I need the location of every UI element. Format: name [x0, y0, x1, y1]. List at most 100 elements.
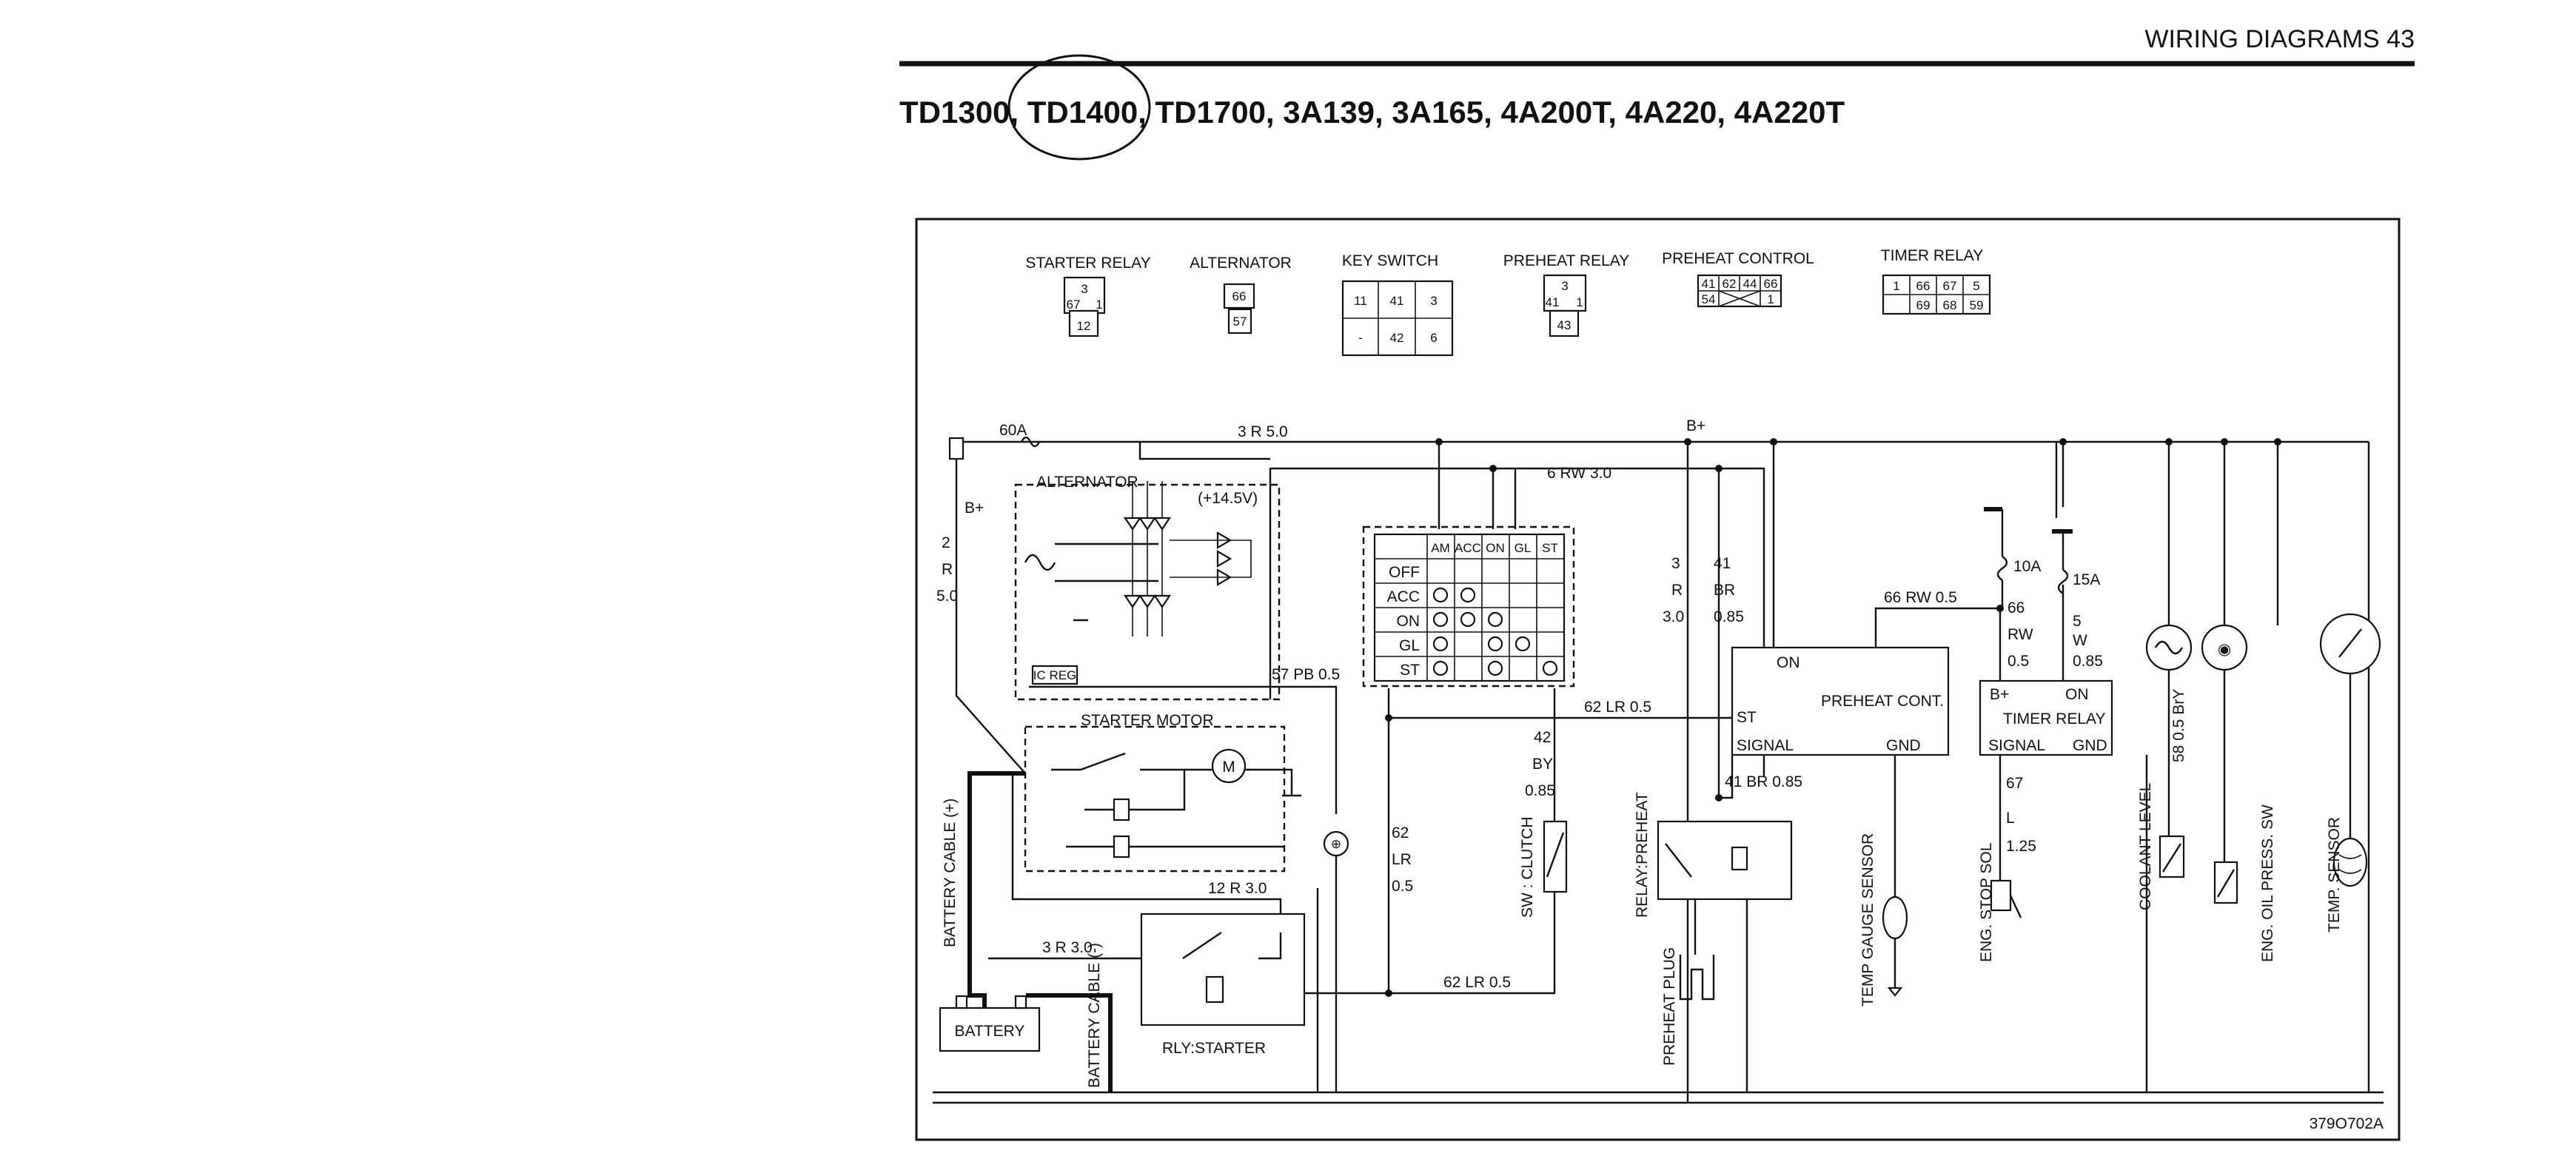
solenoid-icon — [1990, 879, 2012, 912]
pin: 57 — [1233, 315, 1247, 329]
contact-icon — [1542, 660, 1558, 676]
eng-stop-sol: 67 L 1.25 ENG. STOP SOL — [1978, 755, 2036, 962]
key-row-label: ON — [1397, 613, 1421, 630]
preheat-controller: ON PREHEAT CONT. ST SIGNAL GND — [1731, 646, 1950, 756]
oil-press-switch: ENG. OIL PRESS. SW — [2213, 804, 2276, 962]
diagram-frame — [915, 218, 2401, 1141]
connector-alternator: ALTERNATOR 66 57 — [1190, 255, 1292, 335]
connector-title: TIMER RELAY — [1881, 247, 1983, 264]
wire-label: 62 LR 0.5 — [1443, 974, 1511, 991]
pin: 41 — [1702, 277, 1716, 291]
fuse-15a: 15A 5 W 0.85 — [2052, 529, 2103, 670]
fuse-60a-icon — [1020, 436, 1041, 448]
connector-title: PREHEAT CONTROL — [1662, 250, 1814, 267]
wire-label: 0.85 — [1714, 608, 1744, 625]
contact-icon — [1432, 636, 1449, 652]
wire-label: RW — [2008, 626, 2033, 643]
pin-label: ST — [1737, 709, 1757, 726]
pin: 44 — [1743, 277, 1757, 291]
wire-label: 0.5 — [2008, 653, 2029, 670]
contact-icon — [1487, 611, 1503, 628]
timer-relay-title: TIMER RELAY — [2003, 710, 2105, 727]
temp-sensor: TEMP. SENSOR — [2326, 817, 2368, 932]
wire-label: B+ — [965, 500, 984, 517]
pin: 68 — [1943, 298, 1957, 312]
key-col-header: AM — [1431, 541, 1450, 555]
pin: 1 — [1893, 279, 1899, 293]
pin-label: SIGNAL — [1988, 737, 2045, 754]
temp-gauge-sensor-label: TEMP GAUGE SENSOR — [1859, 833, 1876, 1007]
wire-label: 41 — [1714, 555, 1731, 572]
diode-icon — [1153, 517, 1172, 531]
pin: 3 — [1561, 279, 1568, 293]
relay-preheat-label: RELAY:PREHEAT — [1634, 792, 1651, 918]
pin-label: B+ — [1990, 686, 2009, 703]
fuse-10a-icon — [1996, 556, 2008, 581]
motor-icon — [1211, 748, 1247, 784]
fuse-label: 10A — [2013, 558, 2041, 575]
key-col-header: GL — [1515, 541, 1532, 555]
pin-label: ON — [2065, 686, 2089, 703]
wire-label: 0.5 — [1392, 878, 1413, 895]
alternator-title: ALTERNATOR — [1036, 474, 1138, 491]
relay-coil-icon — [1731, 846, 1748, 871]
contact-icon — [1432, 587, 1449, 603]
key-row-label: ACC — [1387, 588, 1420, 605]
connector-starter-relay: STARTER RELAY 3 67 1 12 — [1025, 255, 1151, 337]
key-row-label: OFF — [1389, 564, 1420, 581]
battery-cable-neg-label: BATTERY CABLE (-) — [1086, 943, 1103, 1088]
pin: 43 — [1557, 318, 1572, 332]
key-row-label: GL — [1399, 637, 1420, 654]
connector-preheat-relay: PREHEAT RELAY 3 41 1 43 — [1503, 252, 1629, 337]
gauges: ◉ 58 0.5 BrY — [2145, 613, 2381, 862]
temp-gauge-sensor: TEMP GAUGE SENSOR — [1859, 833, 1908, 1007]
fuse-label: 60A — [999, 422, 1027, 439]
wire-label: L — [2006, 810, 2015, 827]
alt-lamp-glyph: ⊕ — [1331, 837, 1341, 851]
temp-sensor-label: TEMP. SENSOR — [2326, 817, 2343, 932]
pin: 42 — [1390, 331, 1404, 345]
wire-label: LR — [1392, 851, 1412, 868]
wire-label: 3 R 5.0 — [1238, 423, 1288, 440]
pin-label: ON — [1777, 654, 1800, 671]
key-col-header: ON — [1486, 541, 1505, 555]
wire-label: 66 RW 0.5 — [1884, 589, 1957, 606]
pin: 41 — [1546, 295, 1560, 309]
key-col-header: ST — [1542, 541, 1558, 555]
diode-icon — [1123, 517, 1142, 531]
model-list: TD1300, TD1400, TD1700, 3A139, 3A165, 4A… — [899, 95, 1845, 130]
diagram-code: 379O702A — [2310, 1115, 2384, 1132]
starter-motor-unit: STARTER MOTOR M — [1024, 712, 1301, 873]
switch-contact-icon — [1080, 752, 1126, 771]
wiring: 3 R 5.0 B+ 60A B+ 2 R 5.0 6 RW 3.0 — [933, 417, 2384, 1104]
pin: 59 — [1970, 298, 1984, 312]
rly-starter-label: RLY:STARTER — [1162, 1040, 1266, 1057]
pin-label: GND — [1886, 737, 1921, 754]
wire-label: 5.0 — [936, 588, 958, 605]
pin: 1 — [1767, 292, 1774, 306]
stator-coil-icon — [1024, 554, 1056, 571]
wire-label: 62 — [1392, 824, 1409, 841]
preheat-cont-title: PREHEAT CONT. — [1821, 693, 1944, 710]
pin-label: GND — [2073, 737, 2107, 754]
hand-drawn-circle — [1007, 54, 1151, 161]
oil-lamp-glyph: ◉ — [2218, 641, 2231, 658]
pin: 69 — [1916, 298, 1931, 312]
pin: 3 — [1081, 282, 1087, 296]
fuse-label: 15A — [2073, 571, 2100, 588]
pin: 11 — [1354, 294, 1367, 308]
wire-label: BR — [1714, 582, 1735, 599]
clutch-switch: SW : CLUTCH — [1519, 817, 1568, 918]
coolant-level-sensor: COOLANT LEVEL — [2137, 783, 2185, 910]
diode-icon — [1216, 550, 1232, 568]
pin: 67 — [1067, 298, 1081, 312]
fuse-15a-icon — [2057, 569, 2069, 594]
wire-label: 0.85 — [2073, 653, 2103, 670]
connector-timer-relay: TIMER RELAY 1 66 67 5 69 68 59 — [1881, 247, 1991, 315]
eng-stop-sol-label: ENG. STOP SOL — [1978, 843, 1995, 962]
connector-title: PREHEAT RELAY — [1503, 252, 1629, 269]
wire-label: 5 — [2073, 613, 2082, 630]
page-header: WIRING DIAGRAMS 43 — [2144, 25, 2415, 53]
